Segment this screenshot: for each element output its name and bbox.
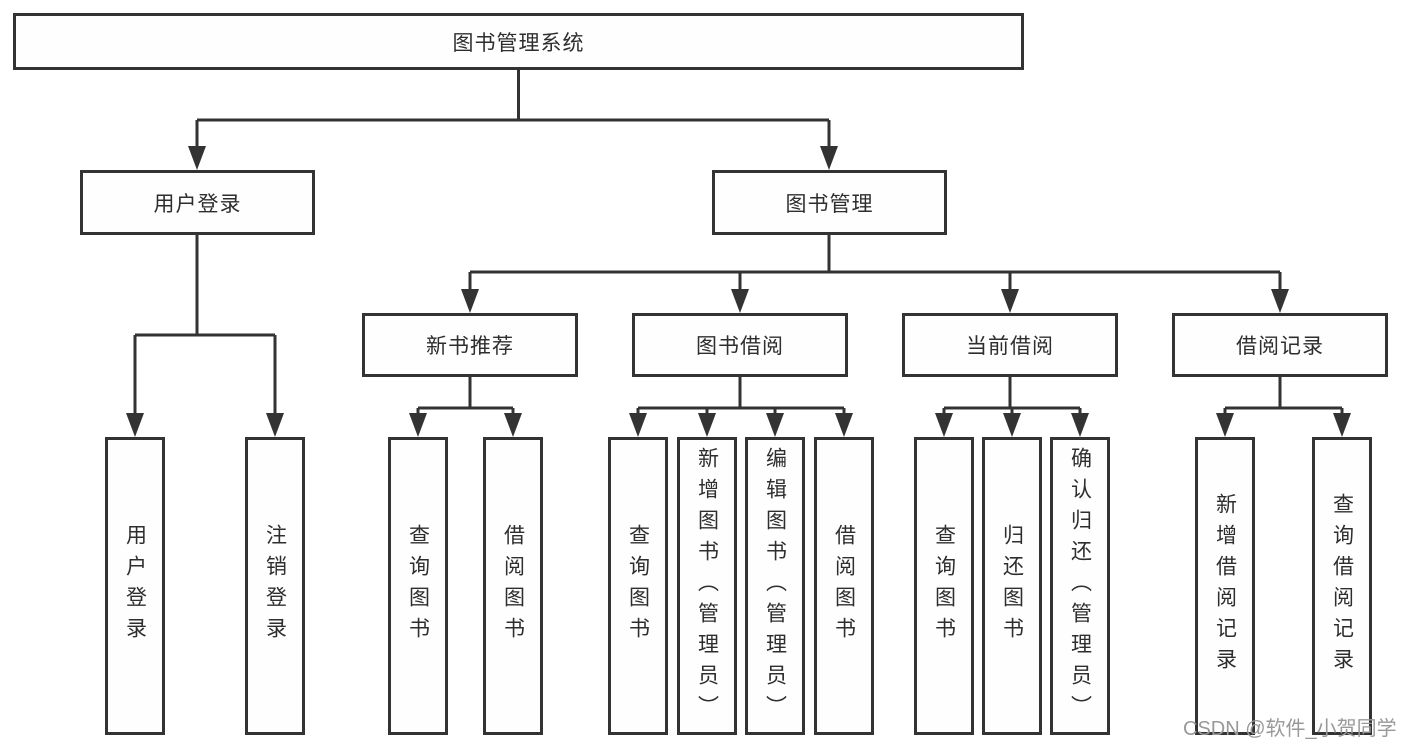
arrowhead-icon bbox=[766, 413, 784, 437]
node-user-login: 用户登录 bbox=[80, 170, 315, 235]
arrowhead-icon bbox=[935, 413, 953, 437]
arrowhead-icon bbox=[698, 413, 716, 437]
connector-newbook-children bbox=[409, 377, 522, 437]
arrowhead-icon bbox=[1271, 289, 1289, 313]
arrowhead-icon bbox=[731, 289, 749, 313]
arrowhead-icon bbox=[409, 413, 427, 437]
leaf-add-book-admin: 新增图书（管理员） bbox=[677, 437, 737, 735]
csdn-watermark: CSDN @软件_小贺同学 bbox=[1183, 718, 1397, 740]
node-book-management: 图书管理 bbox=[712, 170, 947, 235]
leaf-return-book: 归还图书 bbox=[982, 437, 1042, 735]
leaf-query-borrow-record: 查询借阅记录 bbox=[1312, 437, 1372, 735]
arrowhead-icon bbox=[835, 413, 853, 437]
connector-management-to-groups bbox=[461, 235, 1289, 313]
leaf-query-books-current: 查询图书 bbox=[914, 437, 974, 735]
node-current-borrowing: 当前借阅 bbox=[902, 313, 1118, 377]
arrowhead-icon bbox=[188, 146, 206, 170]
leaf-query-books-borrowing: 查询图书 bbox=[608, 437, 668, 735]
arrowhead-icon bbox=[1003, 413, 1021, 437]
connector-current-children bbox=[935, 377, 1089, 437]
leaf-borrow-books-recommend: 借阅图书 bbox=[483, 437, 543, 735]
arrowhead-icon bbox=[504, 413, 522, 437]
arrowhead-icon bbox=[1333, 413, 1351, 437]
arrowhead-icon bbox=[1216, 413, 1234, 437]
connector-records-children bbox=[1216, 377, 1351, 437]
arrowhead-icon bbox=[1071, 413, 1089, 437]
arrowhead-icon bbox=[266, 413, 284, 437]
node-new-book-recommend: 新书推荐 bbox=[362, 313, 578, 377]
node-book-borrowing: 图书借阅 bbox=[632, 313, 848, 377]
arrowhead-icon bbox=[126, 413, 144, 437]
connector-root-to-level2 bbox=[188, 69, 838, 170]
leaf-user-login: 用户登录 bbox=[105, 437, 165, 735]
arrowhead-icon bbox=[820, 146, 838, 170]
connector-login-children bbox=[126, 235, 284, 437]
connector-borrowing-children bbox=[629, 377, 853, 437]
leaf-logout: 注销登录 bbox=[245, 437, 305, 735]
arrowhead-icon bbox=[461, 289, 479, 313]
node-root: 图书管理系统 bbox=[13, 13, 1024, 70]
leaf-edit-book-admin: 编辑图书（管理员） bbox=[745, 437, 805, 735]
arrowhead-icon bbox=[1001, 289, 1019, 313]
leaf-add-borrow-record: 新增借阅记录 bbox=[1195, 437, 1255, 735]
arrowhead-icon bbox=[629, 413, 647, 437]
leaf-borrow-books-borrowing: 借阅图书 bbox=[814, 437, 874, 735]
leaf-confirm-return-admin: 确认归还（管理员） bbox=[1050, 437, 1110, 735]
node-borrowing-records: 借阅记录 bbox=[1172, 313, 1388, 377]
leaf-query-books-recommend: 查询图书 bbox=[388, 437, 448, 735]
